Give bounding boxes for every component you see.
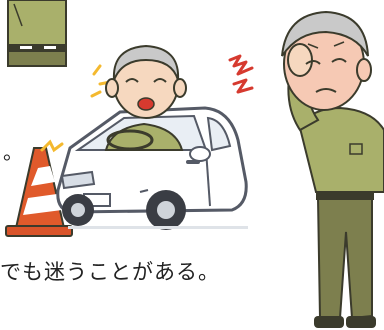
standing-elderly-man-icon — [281, 10, 384, 328]
driver-elderly-man-icon — [104, 44, 187, 151]
stress-mark-icon — [228, 54, 254, 94]
cropped-character-top-left — [7, 0, 67, 67]
left-mark-text: 。 — [3, 140, 23, 164]
caption-text: でも迷うことがある。 — [0, 260, 220, 284]
